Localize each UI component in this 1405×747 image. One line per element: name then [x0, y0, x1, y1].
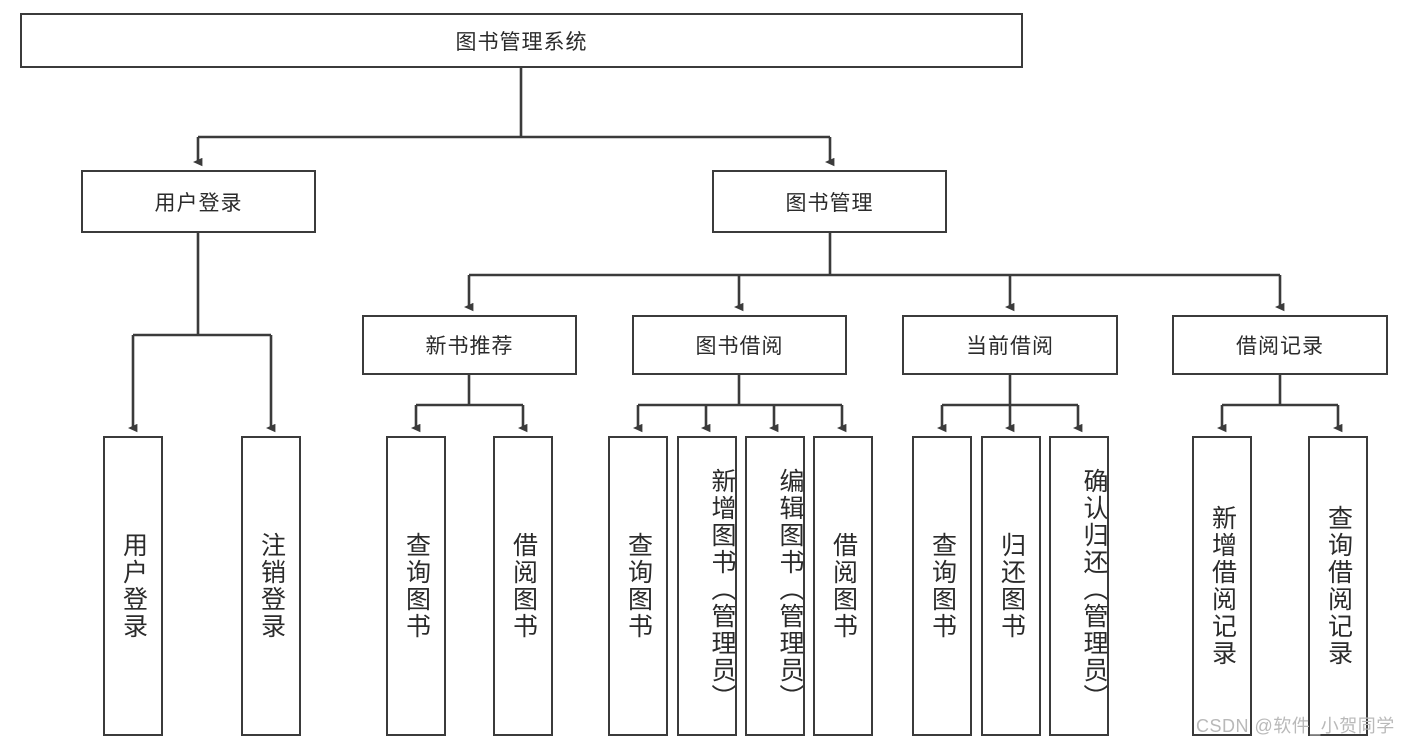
node-borrow-record[interactable]: 借阅记录: [1172, 315, 1388, 375]
node-root[interactable]: 图书管理系统: [20, 13, 1023, 68]
node-book-borrow[interactable]: 图书借阅: [632, 315, 847, 375]
node-leaf-add-record[interactable]: 新增借阅记录: [1192, 436, 1252, 736]
node-leaf-add-book[interactable]: 新增图书（管理员）: [677, 436, 737, 736]
node-user-login[interactable]: 用户登录: [81, 170, 316, 233]
node-book-management[interactable]: 图书管理: [712, 170, 947, 233]
node-leaf-query-record[interactable]: 查询借阅记录: [1308, 436, 1368, 736]
node-leaf-logout-login[interactable]: 注销登录: [241, 436, 301, 736]
node-leaf-query-book-1[interactable]: 查询图书: [386, 436, 446, 736]
node-leaf-query-book-2[interactable]: 查询图书: [608, 436, 668, 736]
node-leaf-borrow-book-1[interactable]: 借阅图书: [493, 436, 553, 736]
node-current-borrow[interactable]: 当前借阅: [902, 315, 1118, 375]
node-leaf-edit-book[interactable]: 编辑图书（管理员）: [745, 436, 805, 736]
node-leaf-borrow-book-2[interactable]: 借阅图书: [813, 436, 873, 736]
node-leaf-return-book[interactable]: 归还图书: [981, 436, 1041, 736]
node-leaf-query-book-3[interactable]: 查询图书: [912, 436, 972, 736]
csdn-watermark: CSDN @软件_小贺同学: [1196, 716, 1395, 736]
node-new-book-recommend[interactable]: 新书推荐: [362, 315, 577, 375]
node-leaf-user-login[interactable]: 用户登录: [103, 436, 163, 736]
node-leaf-confirm-return[interactable]: 确认归还（管理员）: [1049, 436, 1109, 736]
